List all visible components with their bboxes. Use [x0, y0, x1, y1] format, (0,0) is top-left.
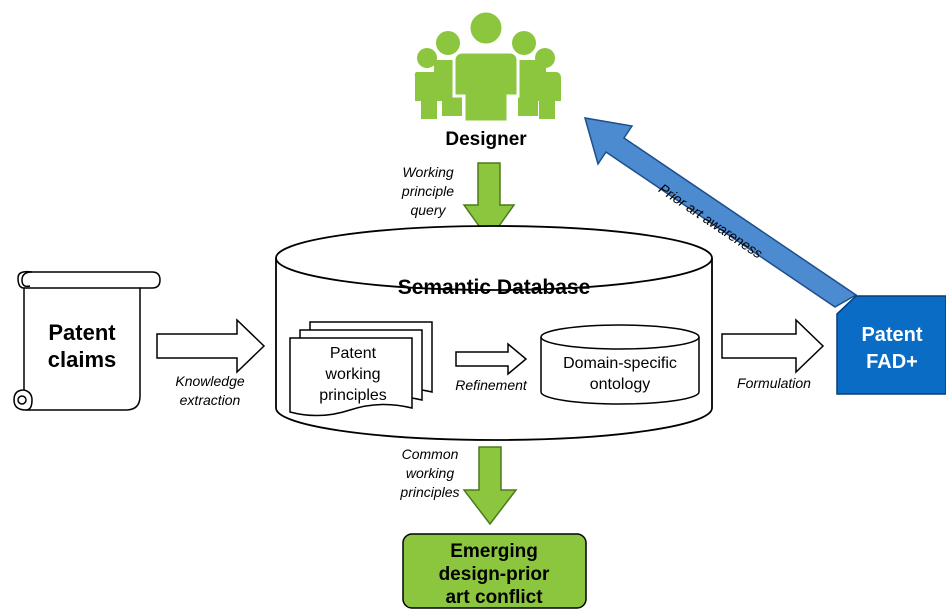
query-arrow	[462, 162, 516, 242]
formulation-label: Formulation	[737, 375, 811, 391]
working-principles-line-2: working	[324, 366, 380, 383]
common-label-line-3: principles	[399, 484, 459, 500]
common-arrow	[462, 446, 518, 526]
query-label-line-3: query	[410, 202, 446, 218]
conflict-line-1: Emerging	[450, 541, 538, 562]
prior-art-arrow	[583, 117, 858, 308]
patent-claims-line-1: Patent	[48, 320, 116, 345]
designer-label: Designer	[445, 129, 527, 150]
working-principles-line-1: Patent	[330, 345, 377, 362]
query-edge-label: Working principle query	[401, 164, 454, 218]
fad-box	[836, 295, 946, 395]
working-principles-line-3: principles	[319, 387, 387, 404]
extraction-label-line-1: Knowledge	[175, 373, 244, 389]
query-label-line-1: Working	[402, 164, 454, 180]
common-label-line-1: Common	[402, 446, 459, 462]
fad-line-2: FAD+	[866, 351, 918, 373]
common-label-line-2: working	[406, 465, 454, 481]
conflict-line-2: design-prior	[439, 564, 550, 585]
query-label-line-2: principle	[401, 183, 454, 199]
formulation-arrow	[721, 318, 825, 374]
extraction-arrow	[156, 318, 266, 374]
working-principles-stack	[289, 321, 433, 417]
scroll-icon	[13, 270, 161, 411]
refinement-arrow	[455, 342, 528, 376]
fad-line-1: Patent	[861, 324, 922, 346]
extraction-label-line-2: extraction	[180, 392, 241, 408]
people-group-icon	[414, 9, 561, 124]
ontology-line-1: Domain-specific	[563, 355, 677, 372]
refinement-label: Refinement	[455, 377, 528, 393]
patent-claims-line-2: claims	[48, 347, 117, 372]
ontology-line-2: ontology	[590, 376, 651, 393]
conflict-box	[402, 533, 587, 609]
semantic-database-title: Semantic Database	[398, 276, 591, 299]
ontology-cylinder	[540, 324, 700, 405]
conflict-line-3: art conflict	[445, 587, 543, 608]
